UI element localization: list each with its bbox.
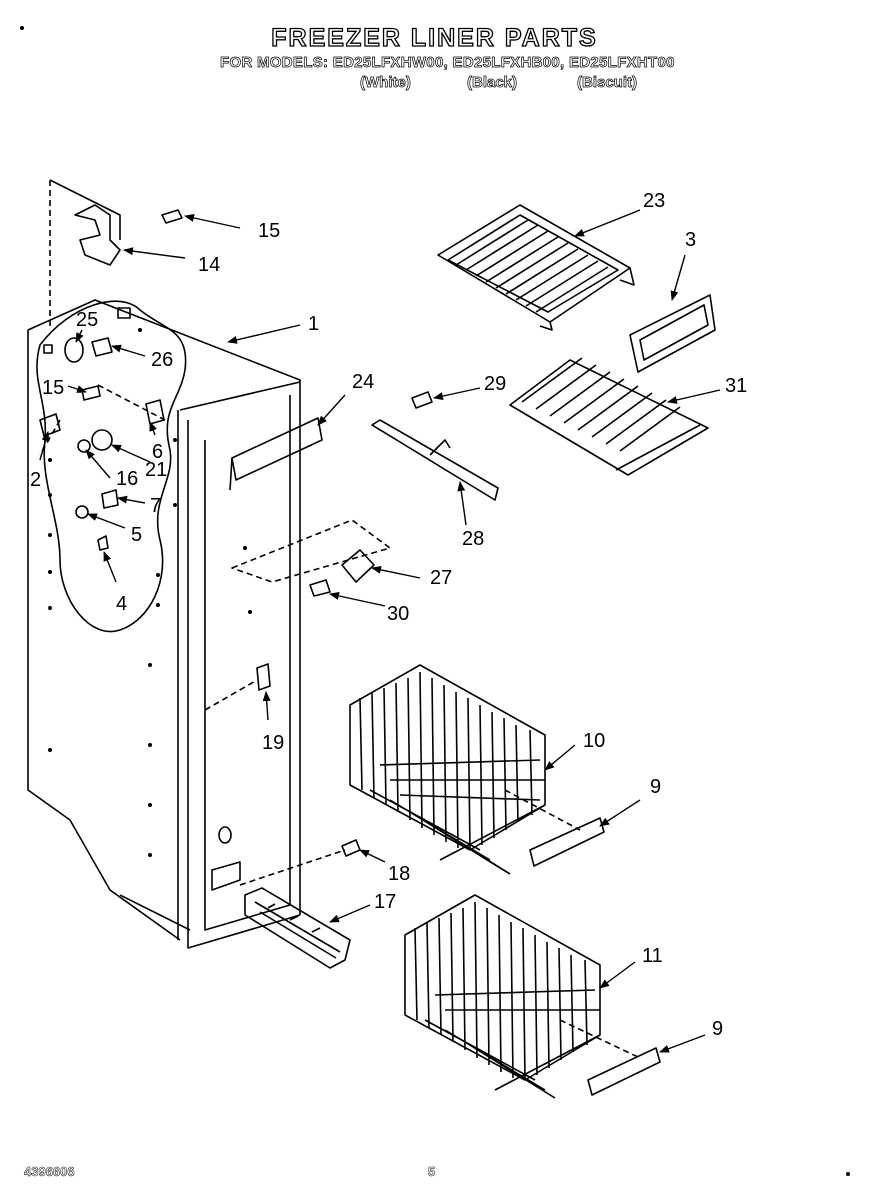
corner-mark: [20, 26, 24, 30]
callout-25: 25: [76, 309, 98, 331]
callout-17: 17: [374, 891, 396, 913]
basket-upper: [349, 664, 546, 875]
screw-top: [161, 209, 183, 224]
cabinet-rivets: [48, 328, 252, 857]
clip-19: [256, 663, 271, 691]
callout-6: 6: [152, 441, 163, 463]
callout-2: 2: [30, 469, 41, 491]
basket-lower: [404, 894, 601, 1099]
support-rail: [371, 419, 499, 501]
models-line: FOR MODELS: ED25LFXHW00, ED25LFXHB00, ED…: [220, 54, 675, 72]
control-bracket: [341, 549, 375, 583]
screw-left: [81, 385, 101, 401]
callout-16: 16: [116, 468, 138, 490]
page-number: 5: [428, 1164, 436, 1180]
callout-5: 5: [131, 524, 142, 546]
callout-19: 19: [262, 732, 284, 754]
callout-4: 4: [116, 593, 127, 615]
variant-biscuit: (Biscuit): [577, 74, 638, 92]
cover-strip: [231, 417, 323, 481]
grille-17: [244, 887, 351, 969]
bracket-part: [39, 413, 61, 437]
screw-rail: [411, 391, 433, 409]
basket-rail-lower: [587, 1047, 661, 1096]
callout-31: 31: [725, 375, 747, 397]
callout-29: 29: [484, 373, 506, 395]
callout-26: 26: [151, 349, 173, 371]
callout-9: 9: [712, 1018, 723, 1040]
callout-15: 15: [258, 220, 280, 242]
thermostat-knob: [91, 429, 113, 451]
screw-control: [309, 579, 331, 597]
callout-labels: 15 14 25 26 1 15 6 2 16 21 7 5 4 24 23 3…: [30, 190, 747, 1040]
callout-10: 10: [583, 730, 605, 752]
callout-23: 23: [643, 190, 665, 212]
callout-24: 24: [352, 371, 374, 393]
callout-27: 27: [430, 567, 452, 589]
corner-mark: [846, 1172, 850, 1176]
switch-part: [101, 489, 119, 509]
hinge-bracket: [74, 204, 121, 266]
basket-rail-upper: [529, 817, 605, 867]
document-number: 4396606: [24, 1164, 75, 1180]
callout-28: 28: [462, 528, 484, 550]
callout-11: 11: [642, 945, 663, 967]
drawing-lines: [27, 179, 716, 1099]
variant-black: (Black): [467, 74, 518, 92]
callout-14: 14: [198, 254, 220, 276]
screw-lower: [97, 535, 109, 551]
callout-30: 30: [387, 603, 409, 625]
lamp-bulb: [64, 337, 84, 363]
wire-shelf-lower: [509, 357, 709, 476]
callout-15: 15: [42, 377, 64, 399]
wire-shelf-top: [437, 204, 635, 331]
callout-7: 7: [150, 495, 161, 517]
callout-18: 18: [388, 863, 410, 885]
liner-cabinet: [27, 179, 301, 949]
callout-21: 21: [145, 459, 167, 481]
callout-3: 3: [685, 229, 696, 251]
shelf-glass: [629, 294, 716, 373]
screw-18: [341, 839, 361, 857]
callout-1: 1: [308, 313, 319, 335]
clip-part: [145, 399, 165, 425]
variant-white: (White): [360, 74, 412, 92]
callout-9: 9: [650, 776, 661, 798]
page-title: FREEZER LINER PARTS: [271, 23, 598, 52]
lamp-socket: [91, 337, 113, 357]
leader-arrows: [39, 209, 721, 1053]
